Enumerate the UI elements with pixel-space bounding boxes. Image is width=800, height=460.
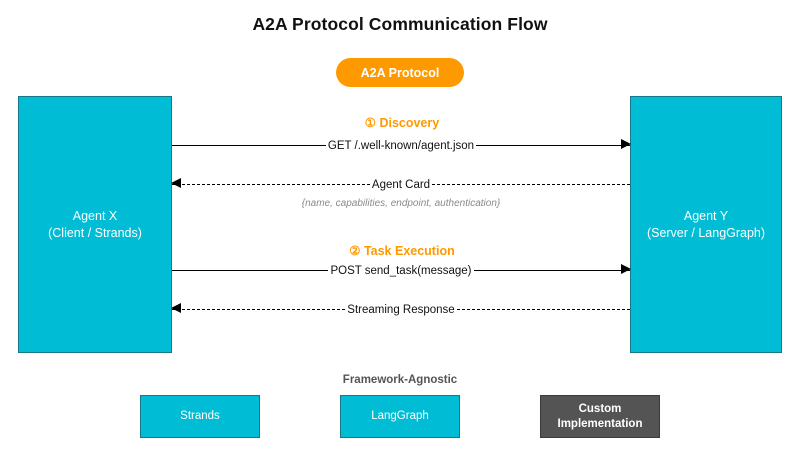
participant-agent-x-name: Agent X: [72, 208, 118, 223]
protocol-badge-label: A2A Protocol: [360, 65, 440, 80]
page-title: A2A Protocol Communication Flow: [252, 14, 548, 34]
framework-box-custom-implementation: Custom Implementation: [540, 395, 660, 438]
message-streaming-response: Streaming Response: [171, 300, 630, 320]
framework-agnostic-caption: Framework-Agnostic: [342, 374, 458, 386]
message-caption: Agent Card: [172, 175, 630, 195]
framework-box-langgraph: LangGraph: [340, 395, 460, 438]
arrow-left-icon: [171, 303, 181, 313]
agent-card-detail-text: {name, capabilities, endpoint, authentic…: [301, 198, 501, 209]
participant-agent-x-role: (Client / Strands): [48, 225, 142, 240]
message-discovery-request: GET /.well-known/agent.json: [172, 136, 631, 156]
participant-agent-y: Agent Y (Server / LangGraph): [630, 96, 782, 353]
framework-box-strands: Strands: [140, 395, 260, 438]
protocol-badge: A2A Protocol: [336, 58, 464, 87]
phase-label-task-execution: ② Task Execution: [349, 244, 455, 258]
participant-agent-y-name: Agent Y: [683, 208, 729, 223]
message-caption: Streaming Response: [172, 300, 630, 320]
framework-box-strands-label: Strands: [180, 410, 220, 423]
framework-box-langgraph-label: LangGraph: [371, 410, 429, 423]
participant-agent-y-role: (Server / LangGraph): [646, 225, 766, 240]
arrow-right-icon: [621, 139, 631, 149]
arrow-left-icon: [171, 178, 181, 188]
message-streaming-response-label: Streaming Response: [345, 304, 457, 316]
phase-label-discovery: ① Discovery: [364, 116, 440, 130]
participant-agent-x: Agent X (Client / Strands): [18, 96, 172, 353]
message-task-request-label: POST send_task(message): [328, 265, 474, 277]
arrow-right-icon: [621, 264, 631, 274]
message-caption: POST send_task(message): [172, 261, 630, 281]
message-agent-card-label: Agent Card: [369, 179, 433, 191]
message-discovery-request-label: GET /.well-known/agent.json: [325, 140, 477, 152]
message-agent-card-response: Agent Card: [171, 175, 630, 195]
message-caption: GET /.well-known/agent.json: [172, 136, 630, 156]
message-task-request: POST send_task(message): [172, 261, 631, 281]
framework-box-custom-label: Custom Implementation: [557, 402, 643, 430]
